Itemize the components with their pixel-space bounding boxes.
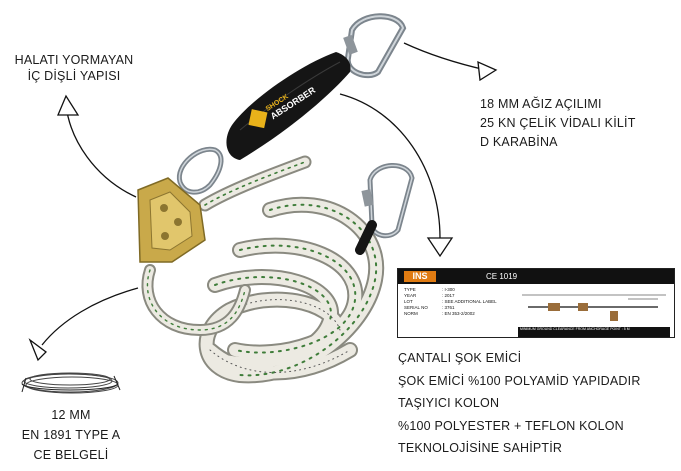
product-label: INS CE 1019 TYPE: I-300 YEAR: 2017 LOT: …	[397, 268, 675, 338]
label-brand-logo: INS	[404, 271, 436, 282]
arrow-to-rope	[41, 287, 139, 346]
top-carabiner	[343, 13, 407, 79]
middle-carabiner	[176, 146, 224, 195]
arrow-to-carabiner	[403, 42, 487, 71]
label-row-lot: LOT: SEE ADDITIONAL LABEL	[404, 299, 497, 304]
callout-bottom-left: 12 MM EN 1891 TYPE A CE BELGELİ	[21, 408, 121, 462]
callout-top-left: HALATI YORMAYAN İÇ DİŞLİ YAPISI	[14, 53, 134, 84]
rope-coil	[198, 196, 385, 384]
callout-top-right: 18 MM AĞIZ AÇILIMI 25 KN ÇELİK VİDALI Kİ…	[480, 97, 636, 149]
label-header: INS CE 1019	[398, 269, 674, 284]
callout-bottom-right: ÇANTALI ŞOK EMİCİ ŞOK EMİCİ %100 POLYAMİ…	[398, 351, 641, 455]
arrow-lines	[41, 42, 487, 346]
label-diagram	[522, 294, 666, 321]
label-row-year: YEAR: 2017	[404, 293, 455, 298]
shock-absorber-pouch: SHOCK ABSORBER	[226, 52, 351, 160]
ce-mark: CE 1019	[486, 272, 518, 281]
rope-strand	[141, 155, 312, 337]
label-row-type: TYPE: I-300	[404, 287, 455, 292]
arrowhead-label	[426, 237, 454, 258]
label-row-norm: NORM: EN 353-2/2002	[404, 311, 475, 316]
label-warning: MINIMUM GROUND CLEARANCE FROM ANCHORAGE …	[518, 327, 670, 337]
arrow-to-grab	[65, 104, 137, 198]
arrowhead-grab	[57, 94, 80, 116]
arrowhead-rope	[28, 338, 47, 362]
label-row-serial: SERIAL NO: 3761	[404, 305, 455, 310]
rope-grab-device	[137, 177, 206, 263]
arrow-to-label	[339, 93, 441, 239]
arrowhead-carabiner	[477, 60, 498, 82]
rope-coil-thumbnail	[21, 372, 121, 394]
arrow-heads	[28, 60, 498, 362]
lower-carabiner	[355, 163, 415, 255]
